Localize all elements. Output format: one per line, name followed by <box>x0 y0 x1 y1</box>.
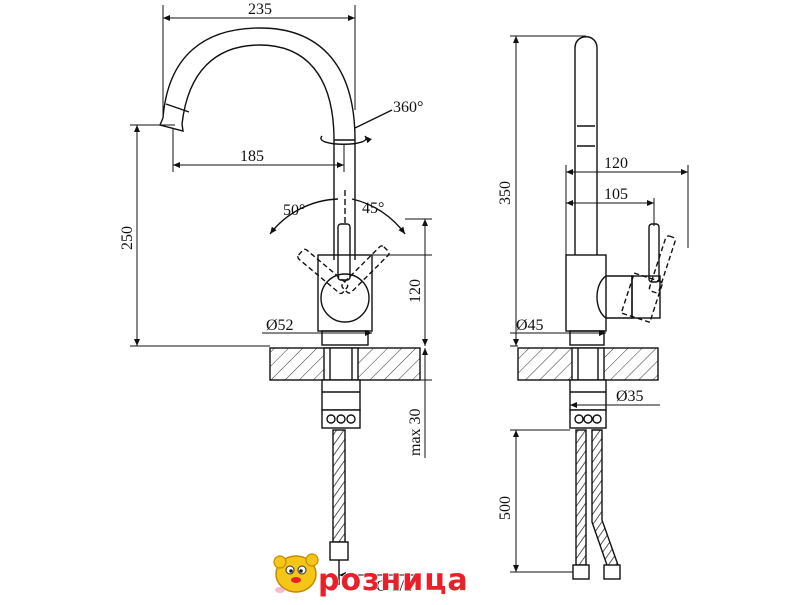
rozница-logo: розница <box>273 553 469 599</box>
dim-label-120-side: 120 <box>604 155 628 172</box>
dim-label-185: 185 <box>240 148 264 165</box>
dim-label-500: 500 <box>497 496 514 520</box>
dim-label-d35: Ø35 <box>616 388 644 405</box>
front-rotation-arrow <box>320 135 372 145</box>
side-lever-tilted <box>620 235 676 324</box>
front-dim-labels: 235 185 250 360° 50° 45° 120 Ø52 max 30 … <box>119 1 424 595</box>
side-shank <box>571 347 605 381</box>
front-aerator-line <box>165 103 190 113</box>
side-lever-hub <box>596 275 633 319</box>
dim-label-235: 235 <box>248 1 272 18</box>
side-lever-block <box>631 275 661 319</box>
dim-label-45deg: 45° <box>362 200 384 217</box>
dim-label-50deg: 50° <box>283 202 305 219</box>
side-spout-tube <box>574 36 598 255</box>
mascot-icon <box>273 553 319 593</box>
front-mounting-nut <box>321 379 361 411</box>
side-connector-hole-2 <box>583 414 593 424</box>
dim-label-350: 350 <box>497 181 514 205</box>
side-hose-end-right <box>603 564 621 580</box>
side-dim-labels: 350 120 105 Ø45 Ø35 500 <box>497 155 644 520</box>
front-shank <box>323 347 359 381</box>
dim-label-d45: Ø45 <box>516 317 544 334</box>
front-body-collar <box>321 330 369 346</box>
front-view <box>159 27 421 585</box>
side-body-collar <box>569 330 605 346</box>
dim-label-105: 105 <box>604 186 628 203</box>
logo-text: розница <box>318 563 469 598</box>
dim-label-120-front: 120 <box>407 279 424 303</box>
front-connector-hole-2 <box>336 414 346 424</box>
front-rotation-leader <box>354 109 393 129</box>
front-hose-end <box>329 541 349 561</box>
front-lever <box>337 223 351 281</box>
dim-label-360: 360° <box>393 99 423 116</box>
side-hose-left <box>575 429 587 566</box>
front-hose <box>332 429 346 543</box>
front-connector-block <box>321 409 361 429</box>
front-lever-left-position <box>297 248 349 295</box>
dim-label-250: 250 <box>119 226 136 250</box>
side-hose-end-left <box>572 564 590 580</box>
front-cartridge <box>320 273 370 323</box>
front-spout-outer <box>162 27 356 260</box>
front-connector-hole-1 <box>326 414 336 424</box>
side-connector-hole-1 <box>574 414 584 424</box>
front-dimensions <box>130 5 432 578</box>
dim-label-max30: max 30 <box>407 408 424 456</box>
side-connector-hole-3 <box>592 414 602 424</box>
front-angle-arc-left <box>269 198 339 235</box>
side-hose-right <box>591 429 619 569</box>
front-angle-arc-right <box>351 198 406 235</box>
front-spout-tip <box>159 117 184 132</box>
side-body <box>565 254 607 332</box>
front-spout-inner <box>181 44 335 260</box>
dim-label-d52: Ø52 <box>266 317 294 334</box>
side-view <box>517 36 676 580</box>
dim-label-g12: G 1/2" <box>376 578 419 595</box>
side-dimensions <box>510 35 689 573</box>
front-connector-hole-3 <box>346 414 356 424</box>
front-lever-right-position <box>341 245 390 294</box>
